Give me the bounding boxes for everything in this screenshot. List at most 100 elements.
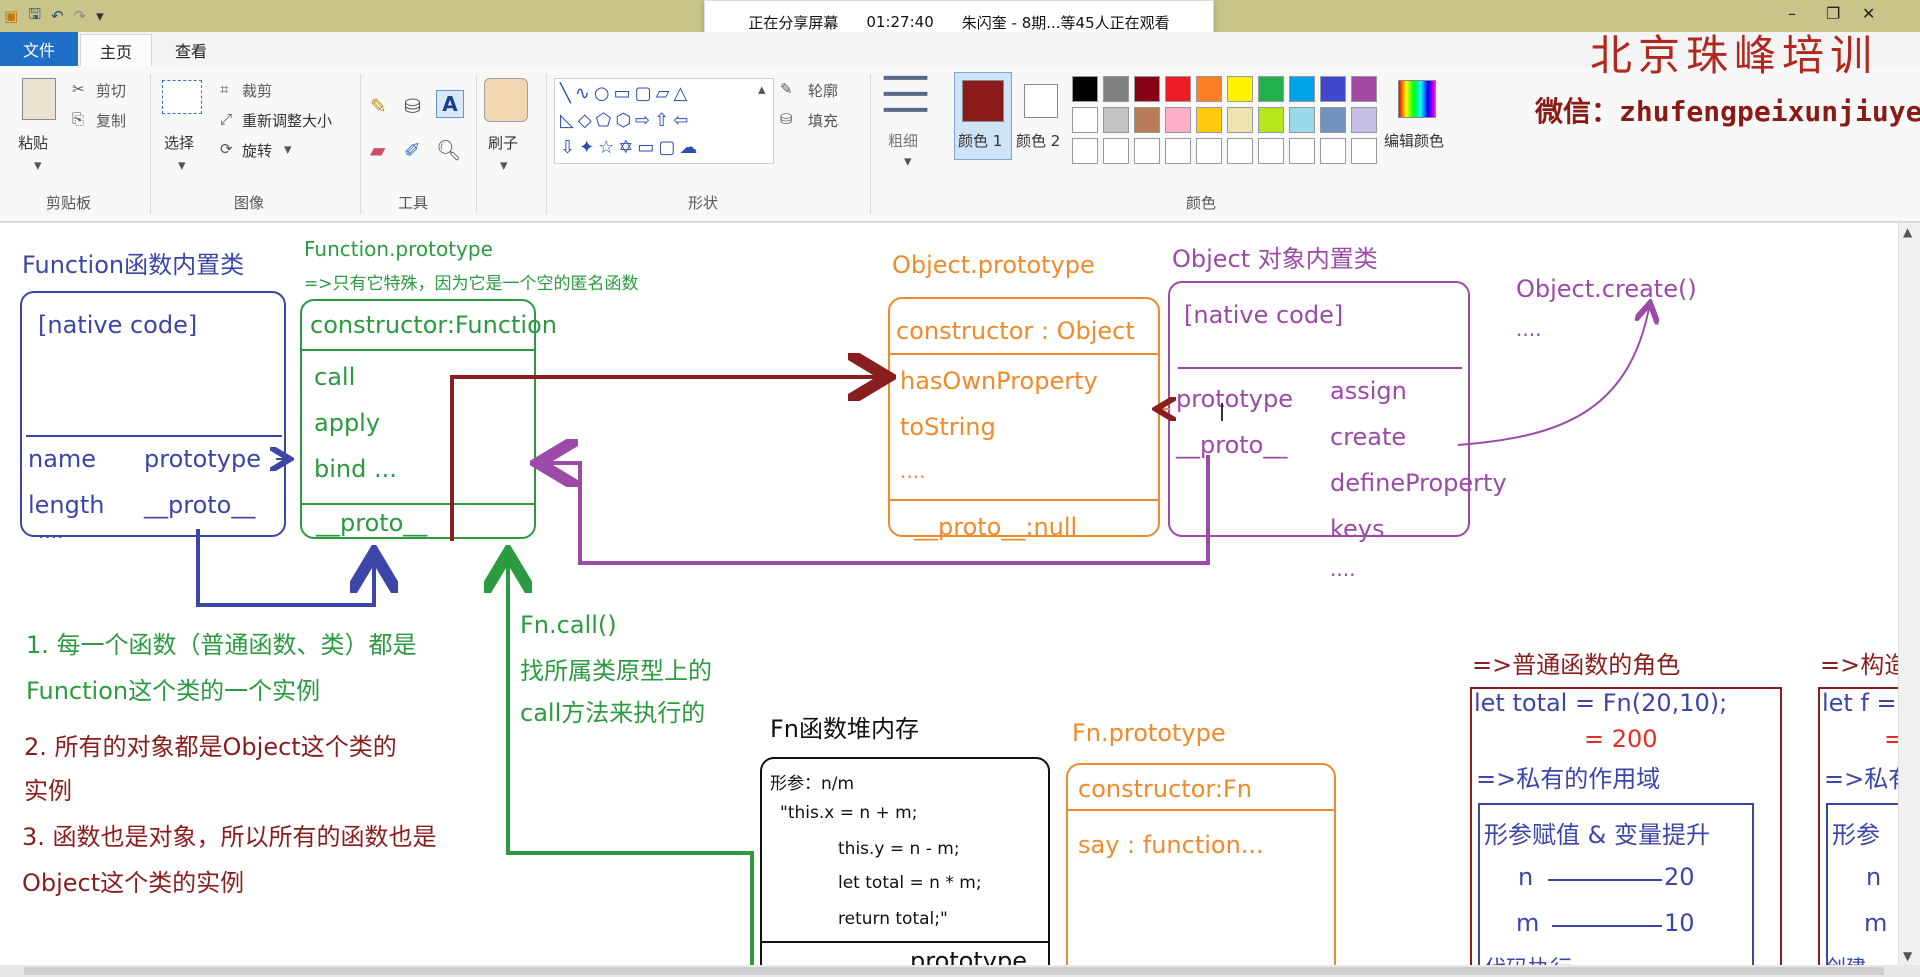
maximize-button[interactable]: ❐ (1826, 4, 1841, 23)
color2-label[interactable]: 颜色 2 (1016, 132, 1061, 150)
outline-icon[interactable]: ✎ (780, 80, 793, 98)
palette-swatch[interactable] (1289, 107, 1315, 133)
text-tool-icon[interactable]: A (436, 90, 464, 118)
shapes-scroll-icon[interactable]: ▴ (758, 80, 766, 98)
size-button[interactable]: 粗细 (888, 132, 919, 150)
brush-button[interactable]: 刷子 (488, 134, 519, 152)
palette-swatch[interactable] (1351, 107, 1377, 133)
vertical-scrollbar[interactable]: ▲ ▼ (1898, 223, 1920, 965)
size-icon[interactable]: ━━━ ━━━ ━━━ (884, 64, 928, 124)
pencil-icon[interactable]: ✎ (370, 94, 387, 118)
rotate-dropdown-icon[interactable]: ▾ (284, 140, 292, 158)
paste-dropdown-icon[interactable]: ▾ (34, 156, 42, 174)
palette-swatch[interactable] (1320, 138, 1346, 164)
palette-swatch[interactable] (1320, 76, 1346, 102)
palette-swatch[interactable] (1196, 76, 1222, 102)
palette-swatch[interactable] (1227, 107, 1253, 133)
magnifier-icon[interactable]: 🔍︎ (436, 138, 462, 162)
shapes-gallery[interactable] (554, 78, 774, 164)
separator (546, 74, 547, 214)
horizontal-scrollbar[interactable] (0, 965, 1920, 977)
palette-swatch[interactable] (1227, 76, 1253, 102)
palette-swatch[interactable] (1258, 138, 1284, 164)
function-title: Function函数内置类 (22, 251, 245, 279)
cut-icon[interactable]: ✂ (72, 80, 85, 98)
undo-icon[interactable]: ↶ (50, 7, 64, 25)
color-picker-icon[interactable]: ✐ (404, 138, 421, 162)
resize-icon[interactable]: ⤢ (220, 110, 233, 128)
scroll-down-icon[interactable]: ▼ (1903, 949, 1913, 963)
palette-swatch[interactable] (1134, 76, 1160, 102)
object-proto: __proto__ (1176, 431, 1288, 459)
minimize-button[interactable]: – (1788, 4, 1796, 23)
ctor-inner-box (1826, 803, 1898, 965)
object-defineproperty: defineProperty (1330, 469, 1507, 497)
tab-home[interactable]: 主页 (80, 34, 152, 66)
fill-button[interactable]: 填充 (808, 112, 839, 130)
share-viewers[interactable]: 朱闪奎 - 8期...等45人正在观看 (961, 13, 1170, 32)
tab-file[interactable]: 文件 (0, 32, 78, 66)
save-icon[interactable]: 🖫 (28, 4, 41, 23)
palette-swatch[interactable] (1289, 76, 1315, 102)
crop-button[interactable]: 裁剪 (242, 82, 273, 100)
brush-dropdown-icon[interactable]: ▾ (500, 156, 508, 174)
edit-colors-icon[interactable] (1398, 80, 1436, 118)
palette-swatch[interactable] (1165, 76, 1191, 102)
drawing-canvas[interactable]: Function函数内置类 [native code] name prototy… (0, 223, 1898, 965)
resize-button[interactable]: 重新调整大小 (242, 112, 333, 130)
brush-icon[interactable] (484, 78, 528, 122)
fill-icon[interactable]: ⛁ (780, 110, 793, 128)
crop-icon[interactable]: ⌗ (220, 80, 229, 98)
palette-swatch[interactable] (1165, 107, 1191, 133)
heap-params: 形参：n/m (770, 774, 855, 794)
palette-swatch[interactable] (1134, 107, 1160, 133)
palette-swatch[interactable] (1072, 76, 1098, 102)
close-button[interactable]: ✕ (1862, 4, 1876, 23)
rotate-icon[interactable]: ⟳ (220, 140, 233, 158)
select-icon[interactable] (162, 80, 202, 114)
select-dropdown-icon[interactable]: ▾ (178, 156, 186, 174)
palette-swatch[interactable] (1165, 138, 1191, 164)
divider (1178, 367, 1462, 369)
redo-icon[interactable]: ↷ (73, 7, 87, 25)
palette-swatch[interactable] (1351, 76, 1377, 102)
palette-swatch[interactable] (1258, 107, 1284, 133)
role-param-m-line (1552, 925, 1662, 927)
cut-button[interactable]: 剪切 (96, 82, 127, 100)
ctor-box (1818, 687, 1898, 965)
edit-colors-button[interactable]: 编辑颜色 (1384, 132, 1445, 150)
paste-button[interactable]: 粘贴 (18, 134, 49, 152)
copy-button[interactable]: 复制 (96, 112, 127, 130)
palette-swatch[interactable] (1072, 138, 1098, 164)
note-2-line-1: 2. 所有的对象都是Object这个类的 (24, 733, 397, 761)
app-icon[interactable]: ▣ (4, 7, 19, 25)
color2-swatch[interactable] (1024, 84, 1058, 118)
size-dropdown-icon[interactable]: ▾ (904, 152, 912, 170)
fnproto-bind: bind ... (314, 455, 397, 483)
palette-swatch[interactable] (1196, 107, 1222, 133)
eraser-icon[interactable]: ▰ (370, 138, 386, 162)
palette-swatch[interactable] (1103, 138, 1129, 164)
palette-swatch[interactable] (1289, 138, 1315, 164)
palette-swatch[interactable] (1196, 138, 1222, 164)
horizontal-scroll-thumb[interactable] (24, 967, 1884, 975)
copy-icon[interactable]: ⎘ (72, 110, 85, 128)
role-param-m-value: 10 (1664, 909, 1695, 937)
palette-swatch[interactable] (1072, 107, 1098, 133)
rotate-button[interactable]: 旋转 (242, 142, 273, 160)
paste-icon[interactable] (22, 78, 56, 120)
outline-button[interactable]: 轮廓 (808, 82, 839, 100)
object-create-fn: Object.create() (1516, 275, 1697, 303)
palette-swatch[interactable] (1258, 76, 1284, 102)
palette-swatch[interactable] (1227, 138, 1253, 164)
customize-qat-icon[interactable]: ▾ (96, 7, 104, 25)
palette-swatch[interactable] (1351, 138, 1377, 164)
scroll-up-icon[interactable]: ▲ (1903, 225, 1913, 239)
select-button[interactable]: 选择 (164, 134, 195, 152)
palette-swatch[interactable] (1320, 107, 1346, 133)
tab-view[interactable]: 查看 (174, 42, 207, 61)
palette-swatch[interactable] (1103, 107, 1129, 133)
fill-bucket-icon[interactable]: ⛁ (404, 94, 421, 118)
palette-swatch[interactable] (1134, 138, 1160, 164)
palette-swatch[interactable] (1103, 76, 1129, 102)
